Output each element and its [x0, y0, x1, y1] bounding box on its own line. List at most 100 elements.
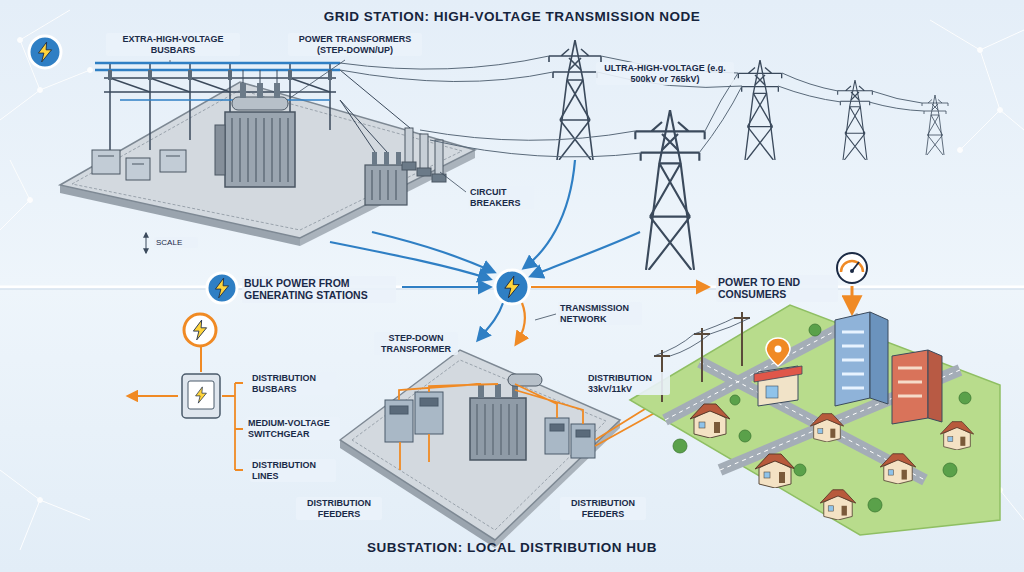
circuit-breakers-part	[405, 128, 413, 166]
switchgear-part	[415, 392, 443, 434]
callout-label: DISTRIBUTION LINES	[250, 459, 336, 482]
power-transformer-part	[257, 83, 263, 98]
trees-part	[794, 464, 806, 476]
network-pattern-part	[28, 198, 33, 203]
buildings-part	[892, 350, 928, 424]
network-pattern-part	[88, 68, 93, 73]
meter-icon-part	[188, 381, 214, 409]
insulators-part	[228, 70, 232, 80]
flow-arrows-part	[372, 232, 494, 272]
network-pattern	[0, 10, 1024, 550]
circuit-breakers-part	[420, 134, 428, 172]
trees-part	[868, 498, 882, 512]
trees-part	[943, 463, 957, 477]
callout-label: DISTRIBUTION FEEDERS	[560, 497, 646, 520]
network-pattern-part	[38, 498, 43, 503]
grid-station-platform-part	[72, 90, 462, 230]
buildings-part	[766, 386, 778, 398]
station-wires	[243, 70, 410, 152]
network-pattern-part	[958, 148, 963, 153]
busbars	[95, 63, 340, 100]
grid-station-platform-part	[60, 82, 475, 238]
utility-poles-part	[654, 318, 750, 356]
switchgear-part	[420, 398, 438, 406]
flow-arrows-part	[531, 232, 640, 276]
grid-icon-part	[38, 42, 51, 62]
houses-part	[810, 414, 843, 442]
insulators-part	[288, 70, 292, 80]
power-transformer-part	[232, 97, 288, 110]
houses-part	[690, 404, 730, 438]
power-transformer-part	[274, 83, 280, 98]
meter-icon	[182, 347, 220, 418]
buildings-part	[835, 312, 870, 406]
network-pattern-part	[998, 108, 1003, 113]
grid-icon	[29, 36, 61, 68]
power-transformer	[215, 83, 295, 187]
leader-lines	[170, 60, 556, 320]
bracket	[128, 383, 243, 470]
callout-label: POWER TO END CONSUMERS	[716, 275, 838, 302]
grid-station-platform	[60, 82, 475, 246]
background-part	[0, 0, 1024, 287]
meter-icon-part	[196, 387, 207, 403]
step-down-transformer-part	[508, 374, 542, 386]
trees	[673, 324, 971, 512]
insulators	[108, 70, 332, 80]
power-transformer-part	[240, 83, 246, 98]
generation-icon-part	[215, 278, 228, 298]
buildings-part	[842, 332, 864, 388]
panel-heading: SUBSTATION: LOCAL DISTRIBUTION HUB	[0, 540, 1024, 555]
distribution-wires-part	[399, 384, 498, 400]
gauge-icon	[837, 253, 867, 283]
power-transformer-part	[232, 118, 288, 182]
network-pattern-part	[978, 48, 983, 53]
callout-label: DISTRIBUTION BUSBARS	[250, 372, 336, 395]
network-pattern-part	[0, 10, 90, 230]
control-cabinets-part	[92, 150, 120, 174]
scale-arrow	[146, 233, 147, 253]
callout-label: DISTRIBUTION FEEDERS	[296, 497, 382, 520]
flow-arrows-part	[516, 303, 525, 344]
leader-lines-part	[290, 60, 345, 98]
power-transformer-part	[372, 152, 377, 165]
transmission-towers-part	[635, 110, 704, 270]
leader-lines-part	[440, 172, 466, 192]
network-pattern-part	[930, 20, 1024, 150]
circuit-breakers	[402, 128, 446, 182]
power-transformer-part	[396, 152, 401, 165]
insulators-part	[148, 70, 152, 80]
houses-part	[940, 422, 973, 450]
scale-arrow-part	[146, 233, 147, 253]
leader-lines-part	[535, 314, 556, 320]
buildings-part	[754, 366, 802, 382]
buildings-part	[928, 350, 942, 422]
callout-label: DISTRIBUTION 33kV/11kV	[586, 372, 670, 395]
power-lines-part	[420, 130, 641, 157]
transmission-towers-part	[922, 95, 948, 155]
power-lines-part	[597, 56, 742, 87]
power-transformer-part	[215, 125, 225, 175]
power-lines-part	[869, 91, 924, 111]
circuit-breakers-part	[402, 162, 416, 170]
step-down-transformer	[470, 374, 542, 460]
meter-icon-part	[182, 374, 220, 418]
buildings-part	[775, 346, 782, 353]
control-cabinets-part	[160, 150, 186, 172]
transmission-towers-part	[549, 40, 601, 160]
callout-label: TRANSMISSION NETWORK	[558, 302, 642, 325]
power-lines	[340, 56, 924, 157]
flow-arrows-part	[478, 303, 503, 340]
power-transformer	[365, 152, 407, 205]
generation-icon	[207, 273, 237, 303]
step-down-transformer-part	[478, 384, 484, 398]
busbars-part	[95, 63, 340, 70]
callout-label: STEP-DOWN TRANSFORMER	[374, 332, 458, 355]
panel-band: SUBSTATION: LOCAL DISTRIBUTION HUB	[0, 287, 1024, 572]
hub-icon-part	[495, 270, 529, 304]
step-down-transformer-part	[470, 398, 526, 460]
flow-arrows-part	[531, 286, 708, 288]
trees-part	[673, 439, 687, 453]
transmission-towers-part	[838, 80, 873, 160]
